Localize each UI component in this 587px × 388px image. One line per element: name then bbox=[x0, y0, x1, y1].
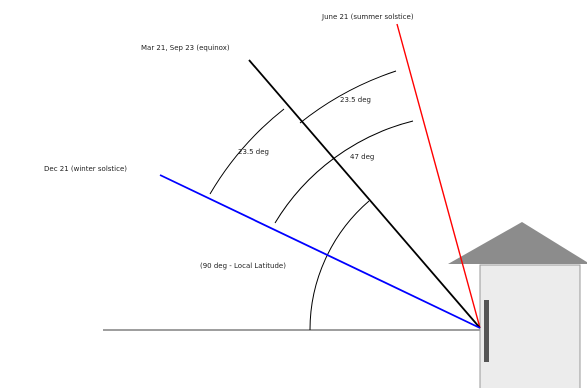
mid-angle-label: 47 deg bbox=[350, 153, 374, 161]
winter-solstice-label: Dec 21 (winter solstice) bbox=[44, 165, 127, 173]
summer-solstice-label: June 21 (summer solstice) bbox=[321, 13, 414, 21]
left-angle-arc bbox=[209, 108, 285, 195]
upper-angle-arc bbox=[299, 70, 397, 124]
equinox-ray bbox=[248, 59, 481, 329]
winter-solstice-ray bbox=[159, 174, 481, 329]
base-angle-label: (90 deg - Local Latitude) bbox=[200, 262, 286, 270]
equinox-label: Mar 21, Sep 23 (equinox) bbox=[141, 44, 230, 52]
upper-angle-label: 23.5 deg bbox=[340, 96, 371, 104]
base-angle-arc bbox=[309, 200, 370, 331]
house-wall bbox=[479, 264, 581, 388]
summer-solstice-ray bbox=[396, 23, 481, 329]
angle-arcs bbox=[209, 70, 414, 331]
mid-angle-arc bbox=[274, 120, 414, 224]
left-angle-label: 23.5 deg bbox=[238, 148, 269, 156]
house-roof bbox=[448, 222, 587, 264]
house-window bbox=[484, 300, 489, 362]
house bbox=[448, 222, 587, 388]
